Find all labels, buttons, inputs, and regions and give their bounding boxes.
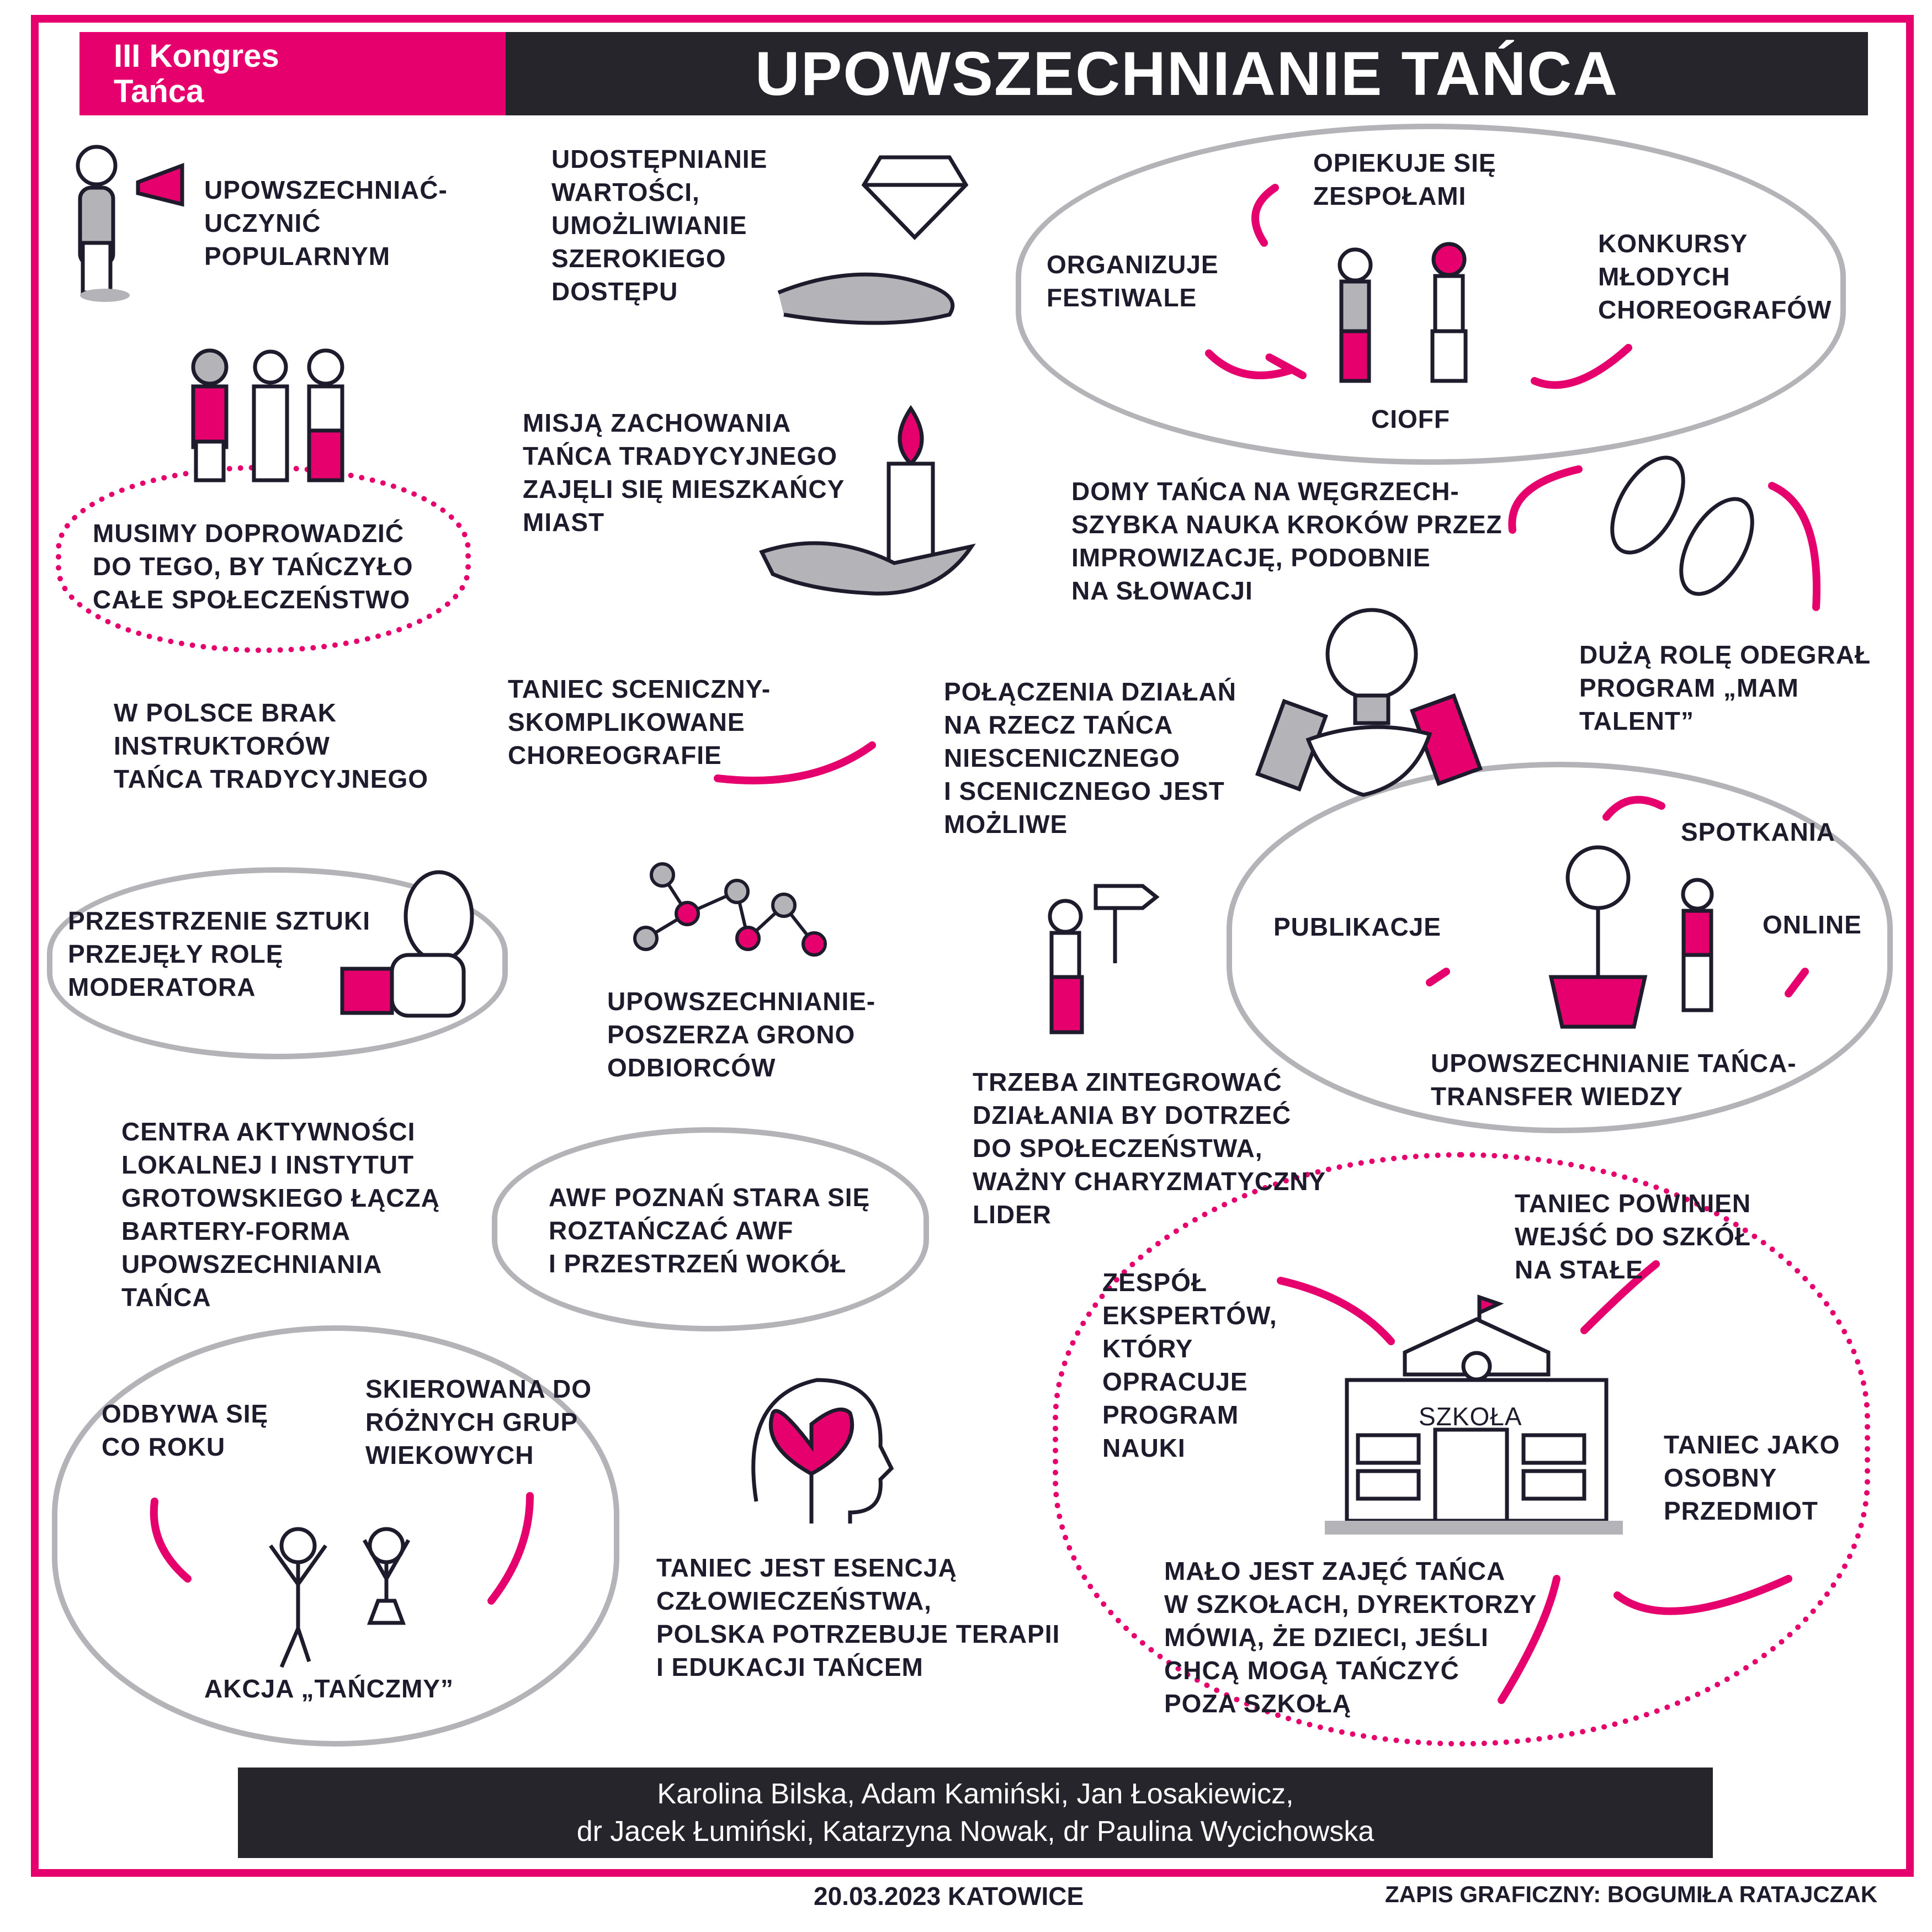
page-title: UPOWSZECHNIANIE TAŃCA [755,39,1619,108]
note-wpolsce: W Polsce brak instruktorów tańca tradycy… [114,698,429,793]
note-domy: Domy Tańca na Węgrzech- szybka nauka kro… [1071,477,1503,605]
note-cioff: CIOFF [1371,405,1450,433]
note-osobny: Taniec jako osobny przedmiot [1664,1430,1840,1525]
note-misja: Misją zachowania tańca tradycyjnego zaję… [523,408,845,537]
note-esencja: Taniec jest esencją człowieczeństwa, Pol… [656,1553,1060,1681]
note-opiekuje: Opiekuje się zespołami [1313,148,1496,210]
note-skierowana: Skierowana do różnych grup wiekowych [365,1374,592,1469]
event-label: III Kongres Tańca [114,38,279,109]
note-musimy: Musimy doprowadzić do tego, by tańczyło … [93,519,413,614]
cloud-tanczmy [52,1325,619,1747]
note-akcja: akcja „Tańczmy” [204,1674,454,1703]
note-odbywa: Odbywa się co roku [102,1399,269,1461]
note-sceniczny: Taniec sceniczny- skomplikowane choreogr… [508,675,771,769]
note-przestrzenie: Przestrzenie sztuki przejęły rolę modera… [68,906,371,1001]
event-label-box [79,32,506,115]
note-upowszechniac: upowszechniać- uczynić popularnym [204,176,448,270]
cloud-awf [492,1127,929,1331]
note-online: Online [1763,910,1862,939]
note-duza: Dużą rolę odegrał program „Mam Talent” [1579,640,1871,735]
cloud-cioff [1016,124,1846,465]
poster-frame [31,15,1914,1877]
note-centra: Centra aktywności lokalnej i Instytut Gr… [121,1117,440,1312]
authors-line-1: Karolina Bilska, Adam Kamiński, Jan Łosa… [657,1778,1294,1810]
graphic-credit: Zapis graficzny: Bogumiła Ratajczak [1385,1881,1878,1907]
note-polaczenia: Połączenia działań na rzecz tańca niesce… [944,677,1236,838]
note-publikacje: Publikacje [1273,912,1441,941]
note-zespol: Zespół ekspertów, który opracuje program… [1102,1268,1277,1462]
note-konkursy: Konkursy młodych choreografów [1598,229,1832,324]
title-bar: UPOWSZECHNIANIE TAŃCA [506,32,1868,115]
date-location: 20.03.2023 Katowice [814,1882,1084,1910]
note-transfer: Upowszechnianie tańca- transfer wiedzy [1431,1049,1797,1111]
cloud-przestrzenie [47,867,508,1059]
dotted-bubble-szkola [1053,1152,1870,1747]
note-organizuje: Organizuje festiwale [1047,250,1219,312]
school-label: Szkoła [1419,1402,1522,1431]
note-udostepnianie: Udostępnianie wartości, umożliwianie sze… [551,145,768,306]
note-powinien: Taniec powinien wejść do szkół na stałe [1515,1189,1751,1284]
cloud-transfer [1227,762,1893,1133]
authors-line-2: dr Jacek Łumiński, Katarzyna Nowak, dr P… [576,1816,1374,1848]
note-spotkania: Spotkania [1681,818,1835,846]
note-malo: Mało jest zajęć tańca w szkołach, dyrekt… [1164,1557,1537,1718]
authors-bar: Karolina Bilska, Adam Kamiński, Jan Łosa… [238,1768,1713,1858]
note-trzeba: Trzeba zintegrować działania by dotrzeć … [973,1068,1326,1229]
note-awf: AWF Poznań stara się roztańczać AWF i pr… [549,1183,871,1278]
note-poszerza: Upowszechnianie- poszerza grono odbiorcó… [607,987,876,1082]
